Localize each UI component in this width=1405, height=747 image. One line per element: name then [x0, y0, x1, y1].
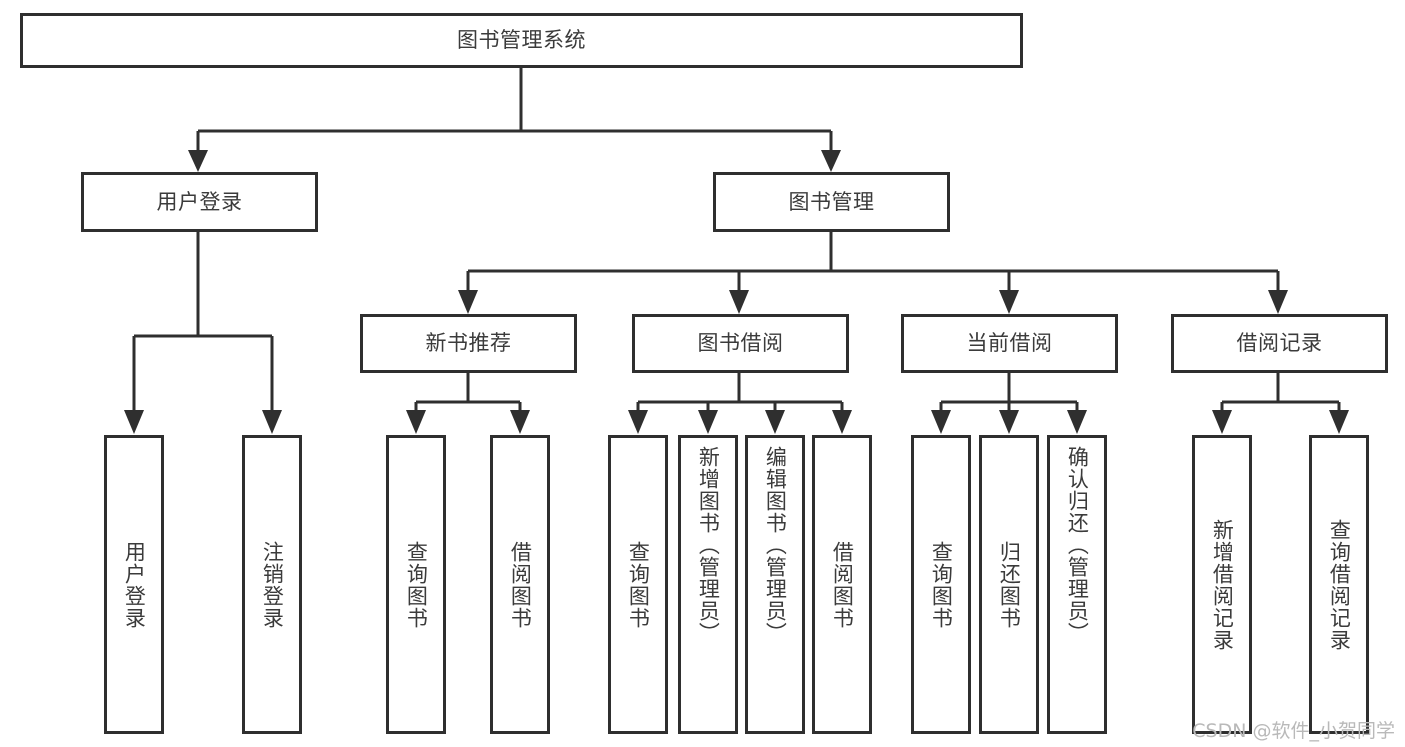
node-leaf-borrow-book-2-label: 借阅图书	[830, 540, 855, 629]
node-book-manage[interactable]: 图书管理	[713, 172, 950, 232]
arrow-leaf-query-book-3	[931, 410, 951, 434]
arrow-leaf-add-book-admin	[698, 410, 718, 434]
arrow-current-borrow	[999, 290, 1019, 314]
node-leaf-edit-book-admin[interactable]: 编辑图书（管理员）	[745, 435, 805, 734]
node-leaf-query-book-3-label: 查询图书	[929, 540, 954, 629]
node-leaf-logout-login[interactable]: 注销登录	[242, 435, 302, 734]
node-user-login-label: 用户登录	[156, 189, 243, 214]
node-leaf-logout-login-label: 注销登录	[260, 540, 285, 629]
node-leaf-add-borrow-record-label: 新增借阅记录	[1210, 518, 1235, 651]
node-leaf-confirm-return-admin[interactable]: 确认归还（管理员）	[1047, 435, 1107, 734]
node-new-book-recommend[interactable]: 新书推荐	[360, 314, 577, 373]
arrow-leaf-edit-book-admin	[765, 410, 785, 434]
node-leaf-add-borrow-record[interactable]: 新增借阅记录	[1192, 435, 1252, 734]
node-current-borrow[interactable]: 当前借阅	[901, 314, 1118, 373]
arrow-leaf-return-book	[999, 410, 1019, 434]
arrow-leaf-borrow-book-1	[510, 410, 530, 434]
arrow-new-book-recommend	[458, 290, 478, 314]
node-leaf-query-book-3[interactable]: 查询图书	[911, 435, 971, 734]
node-leaf-return-book[interactable]: 归还图书	[979, 435, 1039, 734]
node-leaf-query-book-1[interactable]: 查询图书	[386, 435, 446, 734]
node-leaf-edit-book-admin-label: 编辑图书（管理员）	[763, 446, 788, 644]
node-leaf-user-login[interactable]: 用户登录	[104, 435, 164, 734]
node-root[interactable]: 图书管理系统	[20, 13, 1023, 68]
node-new-book-recommend-label: 新书推荐	[425, 331, 512, 356]
arrow-book-manage	[821, 150, 841, 172]
node-borrow-record-label: 借阅记录	[1236, 331, 1323, 356]
arrow-leaf-query-borrow-record	[1329, 410, 1349, 434]
node-leaf-borrow-book-1-label: 借阅图书	[508, 540, 533, 629]
arrow-leaf-borrow-book-2	[832, 410, 852, 434]
node-leaf-add-book-admin-label: 新增图书（管理员）	[696, 446, 721, 644]
arrow-user-login	[188, 150, 208, 172]
node-book-manage-label: 图书管理	[788, 189, 875, 214]
node-leaf-query-book-2[interactable]: 查询图书	[608, 435, 668, 734]
node-leaf-query-borrow-record-label: 查询借阅记录	[1327, 518, 1352, 651]
arrow-leaf-add-borrow-record	[1212, 410, 1232, 434]
node-book-borrow-label: 图书借阅	[697, 331, 784, 356]
node-book-borrow[interactable]: 图书借阅	[632, 314, 849, 373]
node-leaf-return-book-label: 归还图书	[997, 540, 1022, 629]
arrow-leaf-query-book-1	[406, 410, 426, 434]
node-leaf-user-login-label: 用户登录	[122, 540, 147, 629]
arrow-leaf-query-book-2	[628, 410, 648, 434]
node-root-label: 图书管理系统	[457, 28, 586, 53]
arrow-leaf-user-login	[124, 410, 144, 434]
node-leaf-query-book-2-label: 查询图书	[626, 540, 651, 629]
node-borrow-record[interactable]: 借阅记录	[1171, 314, 1388, 373]
node-leaf-confirm-return-admin-label: 确认归还（管理员）	[1065, 446, 1090, 644]
node-leaf-query-borrow-record[interactable]: 查询借阅记录	[1309, 435, 1369, 734]
node-leaf-add-book-admin[interactable]: 新增图书（管理员）	[678, 435, 738, 734]
node-leaf-query-book-1-label: 查询图书	[404, 540, 429, 629]
arrow-leaf-logout-login	[262, 410, 282, 434]
arrow-book-borrow	[729, 290, 749, 314]
node-leaf-borrow-book-2[interactable]: 借阅图书	[812, 435, 872, 734]
node-leaf-borrow-book-1[interactable]: 借阅图书	[490, 435, 550, 734]
arrow-leaf-confirm-return-admin	[1067, 410, 1087, 434]
watermark: CSDN @软件_小贺同学	[1192, 720, 1395, 742]
node-user-login[interactable]: 用户登录	[81, 172, 318, 232]
node-current-borrow-label: 当前借阅	[966, 331, 1053, 356]
arrow-borrow-record	[1268, 290, 1288, 314]
